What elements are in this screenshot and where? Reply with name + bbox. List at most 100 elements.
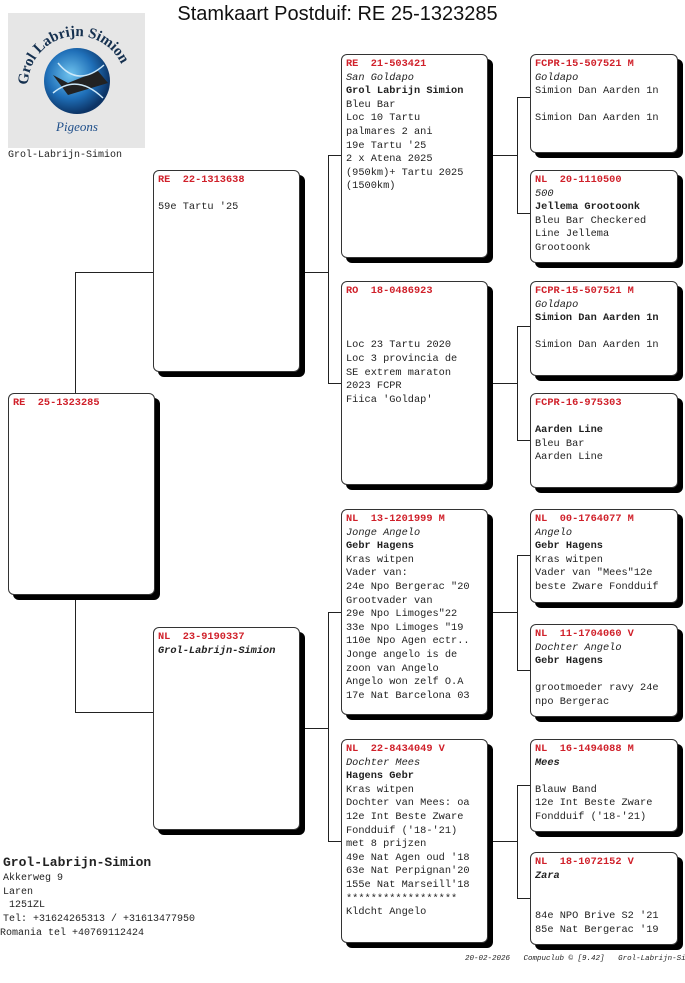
card-line: Vader van "Mees"12e [535,567,653,580]
card-line: 2 x Atena 2025 [346,153,433,166]
connector-line [517,326,530,327]
card-line: 110e Npo Agen ectr.. [346,635,470,648]
connector-line [488,612,517,613]
card-line: SE extrem maraton [346,366,452,379]
card-line [535,99,673,113]
ring-number: NL 18-1072152 V [535,856,634,868]
card-line: Gebr Hagens [535,540,603,553]
pigeon-name: Grol-Labrijn-Simion [158,644,276,657]
connector-line [75,272,76,393]
logo-subtext: Pigeons [55,119,98,134]
card-line: Loc 3 provincia de [346,352,458,365]
connector-line [517,555,518,670]
pigeon-name: Angelo [535,526,573,539]
card-line: Simion Dan Aarden 1n [535,312,659,325]
footer-owner: Grol-Labrijn-Simion [618,955,685,963]
card-line [535,326,673,340]
card-line: Gebr Hagens [346,540,414,553]
ring-number: RE 22-1313638 [158,174,245,186]
connector-line [517,785,518,898]
pigeon-name: Goldapo [535,298,579,311]
card-line: Fondduif ('18-'21) [535,810,647,823]
connector-line [300,272,328,273]
card-line: 12e Int Beste Zware [346,810,464,823]
card-line: 155e Nat Marseill'18 [346,878,470,891]
card-line [158,188,295,202]
connector-line [517,97,530,98]
card-line: Fondduif ('18-'21) [346,824,458,837]
connector-line [517,898,530,899]
card-line [346,312,483,326]
connector-line [75,712,153,713]
card-line: Bleu Bar Checkered [535,214,647,227]
card-line: 2023 FCPR [346,380,402,393]
card-line: npo Bergerac [535,695,610,708]
connector-line [517,213,530,214]
card-line: Bleu Bar [346,98,396,111]
card-line: 12e Int Beste Zware [535,797,653,810]
connector-line [75,595,76,712]
card-line [535,883,673,897]
address-romania-phone: Romania tel +40769112424 [0,927,145,939]
ring-number: NL 22-8434049 V [346,743,445,755]
card-line: Grootvader van [346,594,433,607]
card-line: (950km)+ Tartu 2025 [346,166,464,179]
ring-number: NL 20-1110500 [535,174,622,186]
card-line: beste Zware Fondduif [535,580,659,593]
card-line: Grol Labrijn Simion [346,85,464,98]
ring-number: RO 18-0486923 [346,285,433,297]
page-title: Stamkaart Postduif: RE 25-1323285 [177,3,498,25]
card-line: Hagens Gebr [346,770,414,783]
card-line [346,326,483,340]
ring-number: FCPR-15-507521 M [535,285,634,297]
pigeon-name: San Goldapo [346,71,414,84]
card-line: ****************** [346,892,458,905]
card-line: Vader van: [346,567,408,580]
connector-line [488,383,517,384]
card-line: Fiica 'Goldap' [346,393,433,406]
owner-name: Grol-Labrijn-Simion [3,855,152,870]
card-line: Loc 10 Tartu [346,112,421,125]
connector-line [517,440,530,441]
card-line: Grootoonk [535,241,591,254]
card-line: 85e Nat Bergerac '19 [535,923,659,936]
card-line: 24e Npo Bergerac "20 [346,580,470,593]
ring-number: NL 16-1494088 M [535,743,634,755]
pigeon-name: Dochter Mees [346,756,421,769]
ring-number: NL 13-1201999 M [346,513,445,525]
card-line [535,897,673,911]
card-line: 49e Nat Agen oud '18 [346,851,470,864]
card-line: Line Jellema [535,228,610,241]
card-line: Jellema Grootoonk [535,201,641,214]
ring-number: RE 21-503421 [346,58,427,70]
connector-line [328,841,341,842]
pigeon-name: Jonge Angelo [346,526,421,539]
card-line [535,770,673,784]
pigeon-name: Zara [535,869,560,882]
card-line: met 8 prijzen [346,838,427,851]
card-line: Loc 23 Tartu 2020 [346,339,452,352]
card-line: Simion Dan Aarden 1n [535,85,659,98]
card-line: 19e Tartu '25 [346,139,427,152]
logo-caption: Grol-Labrijn-Simion [8,150,123,161]
ring-number: FCPR-15-507521 M [535,58,634,70]
card-line: 63e Nat Perpignan'20 [346,865,470,878]
connector-line [488,841,517,842]
connector-line [328,155,329,383]
card-line [535,411,673,425]
connector-line [75,272,153,273]
card-line [535,669,673,683]
